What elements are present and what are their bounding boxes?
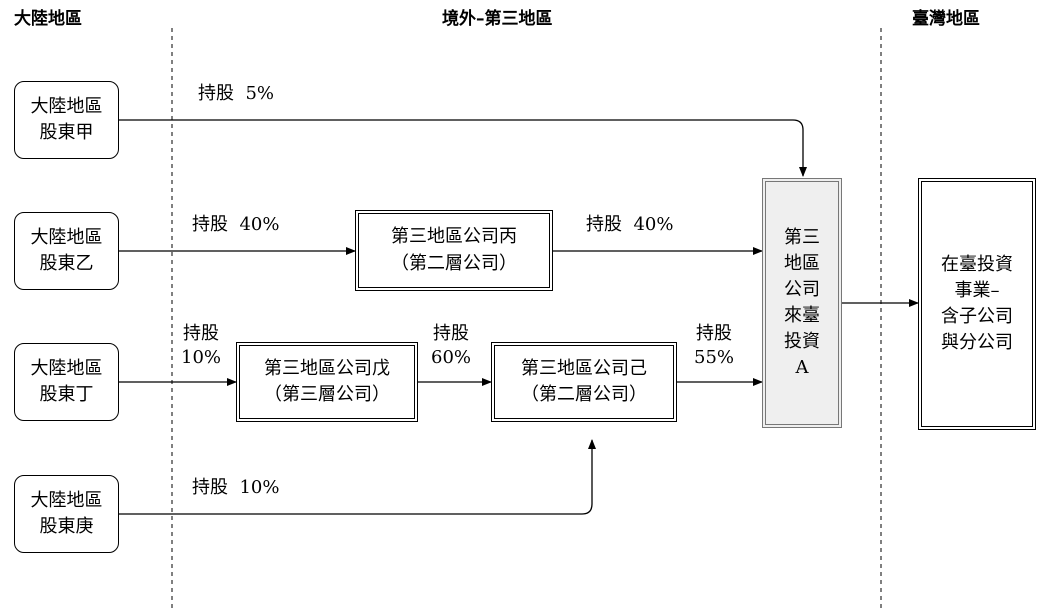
investor-a-line: A — [795, 357, 809, 379]
shareholder-yi-box: 大陸地區 股東乙 — [14, 212, 119, 290]
investor-a-line: 地區 — [784, 252, 820, 274]
shareholder-geng-line1: 大陸地區 — [30, 489, 103, 511]
shareholder-jia-line1: 大陸地區 — [30, 95, 103, 117]
holding-pct: 40% — [239, 214, 280, 235]
holding-word: 持股 — [433, 323, 469, 344]
holding-label-yi-bing: 持股 40% — [192, 213, 279, 237]
shareholder-geng-line2: 股東庚 — [39, 516, 94, 537]
holding-pct: 10% — [239, 477, 280, 498]
investor-a-line: 公司 — [784, 278, 820, 300]
holding-word: 持股 — [586, 214, 622, 235]
company-ji-layer: （第二層公司） — [521, 384, 647, 405]
taiwan-business-box: 在臺投資 事業– 含子公司 與分公司 — [918, 178, 1036, 430]
company-wu-box: 第三地區公司戊 （第三層公司） — [236, 342, 418, 422]
holding-word: 持股 — [192, 477, 228, 498]
holding-pct: 10% — [181, 347, 222, 369]
shareholder-jia-line2: 股東甲 — [39, 122, 94, 143]
shareholder-ding-line1: 大陸地區 — [30, 357, 103, 379]
investor-a-line: 第三 — [784, 226, 820, 248]
shareholder-ding-line2: 股東丁 — [39, 384, 94, 405]
holding-pct: 60% — [431, 347, 472, 369]
holding-pct: 40% — [633, 214, 674, 235]
region-header-overseas: 境外–第三地區 — [442, 9, 553, 29]
shareholder-geng-box: 大陸地區 股東庚 — [14, 475, 119, 553]
shareholder-yi-line2: 股東乙 — [39, 253, 94, 274]
taiwan-business-line: 事業– — [954, 279, 1000, 301]
region-header-mainland: 大陸地區 — [14, 9, 82, 29]
holding-label-wu-ji: 持股 60% — [431, 322, 471, 371]
holding-pct: 55% — [694, 347, 735, 369]
holding-word: 持股 — [183, 323, 219, 344]
company-bing-name: 第三地區公司丙 — [391, 226, 517, 248]
holding-word: 持股 — [192, 214, 228, 235]
holding-label-ji-a: 持股 55% — [694, 322, 734, 371]
arrow-jia-to-a — [119, 119, 807, 177]
taiwan-business-line: 含子公司 — [941, 306, 1013, 327]
region-header-taiwan: 臺灣地區 — [912, 9, 980, 29]
shareholder-jia-box: 大陸地區 股東甲 — [14, 81, 119, 159]
holding-label-geng-ji: 持股 10% — [192, 476, 279, 500]
company-bing-layer: （第二層公司） — [391, 252, 517, 274]
company-ji-name: 第三地區公司己 — [521, 357, 647, 379]
investor-a-line: 來臺 — [784, 305, 820, 326]
holding-word: 持股 — [198, 83, 234, 104]
holding-pct: 5% — [245, 83, 275, 104]
investor-a-box: 第三 地區 公司 來臺 投資 A — [762, 178, 842, 428]
holding-label-jia-a: 持股 5% — [198, 82, 274, 106]
shareholder-ding-box: 大陸地區 股東丁 — [14, 343, 119, 421]
company-bing-box: 第三地區公司丙 （第二層公司） — [355, 210, 553, 291]
holding-word: 持股 — [696, 323, 732, 344]
taiwan-business-line: 在臺投資 — [941, 253, 1013, 275]
company-wu-name: 第三地區公司戊 — [264, 357, 390, 379]
company-wu-layer: （第三層公司） — [264, 384, 390, 405]
shareholder-yi-line1: 大陸地區 — [30, 226, 103, 248]
holding-label-bing-a: 持股 40% — [586, 213, 673, 237]
arrow-geng-to-ji — [119, 439, 596, 515]
holding-label-ding-wu: 持股 10% — [181, 322, 221, 371]
taiwan-business-line: 與分公司 — [941, 332, 1013, 354]
company-ji-box: 第三地區公司己 （第二層公司） — [491, 342, 677, 422]
investor-a-line: 投資 — [784, 331, 820, 353]
